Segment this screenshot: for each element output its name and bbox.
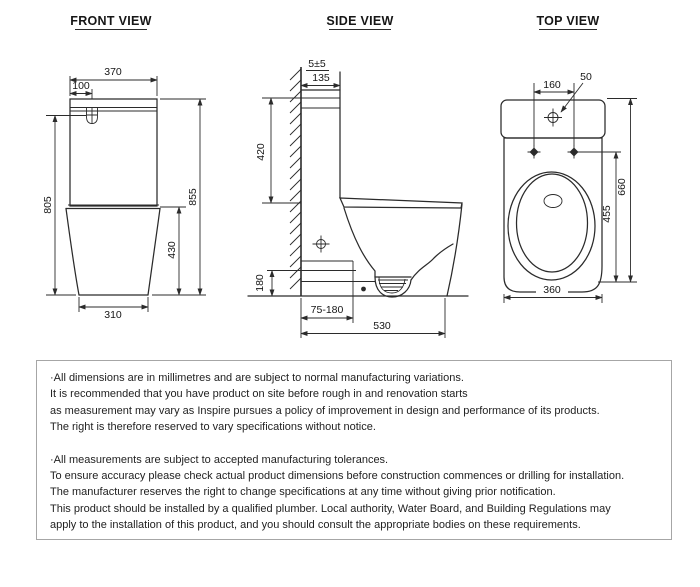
notes-line: ·All dimensions are in millimetres and a… bbox=[50, 372, 464, 384]
dim-180: 180 bbox=[254, 274, 266, 292]
dim-530: 530 bbox=[373, 320, 391, 332]
dim-360-mask bbox=[536, 283, 568, 295]
notes-line: apply to the installation of this produc… bbox=[50, 519, 581, 532]
seat-profile bbox=[339, 197, 463, 209]
flush-water-hole bbox=[543, 194, 563, 208]
fixing-dot bbox=[361, 286, 366, 292]
dim-360: 360 bbox=[543, 284, 561, 296]
flush-button-front bbox=[86, 108, 98, 124]
seat-outer-oval bbox=[507, 171, 596, 281]
top-view-title: TOP VIEW bbox=[536, 14, 599, 28]
cistern-lid-lines bbox=[70, 107, 157, 112]
notes-paragraph-tolerances: ·All measurements are subject to accepte… bbox=[50, 452, 671, 534]
notes-line: ·All measurements are subject to accepte… bbox=[50, 453, 389, 466]
fixing-hole-left bbox=[527, 145, 541, 159]
setout-crosshair bbox=[312, 235, 330, 253]
dim-420: 420 bbox=[255, 143, 267, 161]
dim-430: 430 bbox=[166, 241, 178, 259]
notes-line: It is recommended that you have product … bbox=[50, 388, 468, 401]
fixing-hole-right bbox=[567, 145, 581, 159]
ext-75-180 bbox=[300, 261, 354, 338]
pan-back-underside bbox=[343, 207, 376, 278]
tank-lid-lines bbox=[301, 97, 340, 109]
dim-75-180: 75-180 bbox=[311, 304, 344, 316]
side-view: SIDE VIEW 5±5 135 420 bbox=[247, 14, 469, 338]
wall-hatching bbox=[289, 68, 302, 290]
notes-line: To ensure accuracy please check actual p… bbox=[50, 470, 625, 483]
notes-box: ·All dimensions are in millimetres and a… bbox=[36, 360, 672, 540]
fixing-cross bbox=[567, 145, 581, 159]
notes-line: as measurement may vary as Inspire pursu… bbox=[50, 404, 600, 417]
dim-455: 455 bbox=[601, 205, 613, 223]
fixing-cross bbox=[527, 145, 541, 159]
dim-160: 160 bbox=[543, 79, 561, 91]
dim-805: 805 bbox=[42, 196, 54, 214]
ext-310 bbox=[78, 297, 149, 312]
toilet-dimension-drawing: FRONT VIEW 370 100 805 855 430 310 bbox=[42, 14, 637, 338]
front-view: FRONT VIEW 370 100 805 855 430 310 bbox=[42, 14, 206, 321]
pan-left-edge bbox=[65, 207, 80, 296]
dim-135: 135 bbox=[312, 72, 330, 84]
inlet-cross bbox=[544, 108, 562, 127]
outlet-zone-lines bbox=[267, 260, 375, 282]
dim-855: 855 bbox=[187, 188, 199, 206]
dim-wall-gap: 5±5 bbox=[308, 58, 326, 70]
notes-line: The right is therefore reserved to vary … bbox=[50, 421, 376, 434]
pan-body-top-outline bbox=[503, 137, 603, 293]
pan-underside-right bbox=[410, 243, 454, 281]
pan-right-edge bbox=[147, 207, 161, 296]
notes-paragraph-dimensions: ·All dimensions are in millimetres and a… bbox=[50, 370, 671, 436]
pan-front-profile bbox=[446, 203, 463, 297]
trap-water-hatching bbox=[378, 279, 408, 291]
ext-420 bbox=[262, 97, 301, 204]
cistern-front-outline bbox=[69, 98, 158, 207]
notes-line: This product should be installed by a qu… bbox=[50, 502, 611, 515]
inlet-crosshair bbox=[544, 108, 562, 127]
front-view-title: FRONT VIEW bbox=[70, 14, 151, 28]
seat-inner-oval bbox=[515, 173, 589, 273]
notes-line: The manufacturer reserves the right to c… bbox=[50, 486, 556, 499]
dim-50: 50 bbox=[580, 71, 592, 83]
side-view-title: SIDE VIEW bbox=[326, 14, 393, 28]
trap-inner-curve bbox=[378, 276, 406, 294]
dim-370: 370 bbox=[104, 66, 122, 78]
top-view: TOP VIEW 160 50 660 455 bbox=[500, 14, 637, 303]
trap-outer-curve bbox=[374, 276, 412, 298]
dim-100: 100 bbox=[72, 80, 90, 92]
crosshair-cross bbox=[312, 235, 330, 253]
dim-660: 660 bbox=[616, 178, 628, 196]
dim-310: 310 bbox=[104, 309, 122, 321]
leader-line-50 bbox=[560, 82, 584, 113]
